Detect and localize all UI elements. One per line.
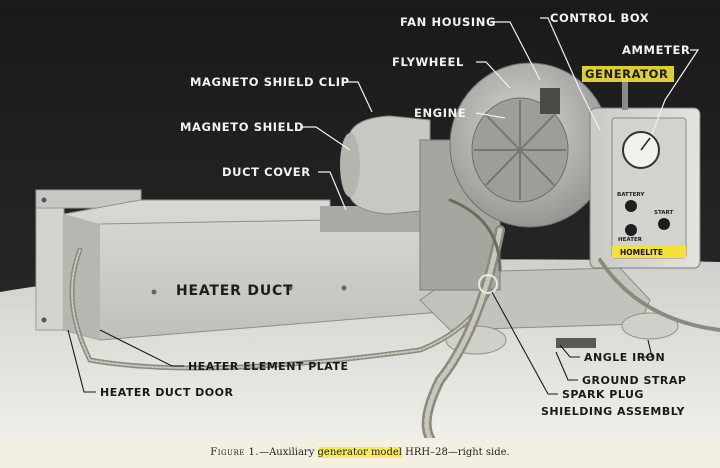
- panel-battery-label: BATTERY: [617, 192, 645, 198]
- heater-duct-door: [35, 189, 142, 331]
- caption-prefix: —Auxiliary: [259, 447, 318, 458]
- label-magneto-shield-clip: MAGNETO SHIELD CLIP: [190, 75, 350, 89]
- caption-model: HRH–28: [401, 447, 448, 458]
- panel-start-label: START: [654, 210, 674, 216]
- figure-caption: Figure 1.—Auxiliary generator model HRH–…: [0, 438, 720, 468]
- label-spark-plug: SPARK PLUG: [562, 388, 644, 401]
- panel-brand-label: HOMELITE: [620, 248, 663, 257]
- shielded-cables: [69, 198, 720, 438]
- generator-photo: BATTERY HEATER START HOMELITE HEATER DUC…: [0, 0, 720, 438]
- battery-switch: [625, 200, 637, 212]
- panel-heater-label: HEATER: [618, 237, 643, 243]
- start-button: [658, 218, 670, 230]
- magneto-shield: [340, 115, 431, 215]
- brand-highlight: [612, 246, 686, 258]
- generator-highlight: [582, 66, 674, 82]
- label-engine: ENGINE: [414, 106, 466, 120]
- leader-lines-light: [300, 17, 700, 211]
- label-angle-iron: ANGLE IRON: [584, 351, 665, 364]
- leader-lines-dark: [67, 291, 653, 395]
- label-heater-element-plate: HEATER ELEMENT PLATE: [188, 360, 348, 373]
- fan-housing: [449, 62, 611, 228]
- label-duct-cover: DUCT COVER: [222, 165, 311, 179]
- label-generator: GENERATOR: [585, 67, 669, 81]
- heater-switch: [625, 224, 637, 236]
- heater-duct-label: HEATER DUCT: [176, 283, 293, 299]
- caption-suffix: —right side.: [447, 447, 510, 458]
- label-magneto-shield: MAGNETO SHIELD: [180, 120, 304, 134]
- label-ground-strap: GROUND STRAP: [582, 374, 686, 387]
- label-ammeter: AMMETER: [622, 43, 690, 57]
- angle-iron-bar: [556, 338, 596, 348]
- ammeter-post: [622, 76, 628, 110]
- label-heater-duct-door: HEATER DUCT DOOR: [100, 386, 233, 399]
- caption-highlight: generator model: [317, 447, 402, 458]
- label-control-box: CONTROL BOX: [550, 11, 649, 25]
- label-flywheel: FLYWHEEL: [392, 55, 464, 69]
- control-box: BATTERY HEATER START HOMELITE: [589, 76, 701, 269]
- label-shielding-assembly: SHIELDING ASSEMBLY: [541, 405, 686, 418]
- label-fan-housing: FAN HOUSING: [400, 15, 496, 29]
- caption-figure-number: Figure 1.: [210, 447, 260, 458]
- spark-plug-ring: [478, 274, 498, 294]
